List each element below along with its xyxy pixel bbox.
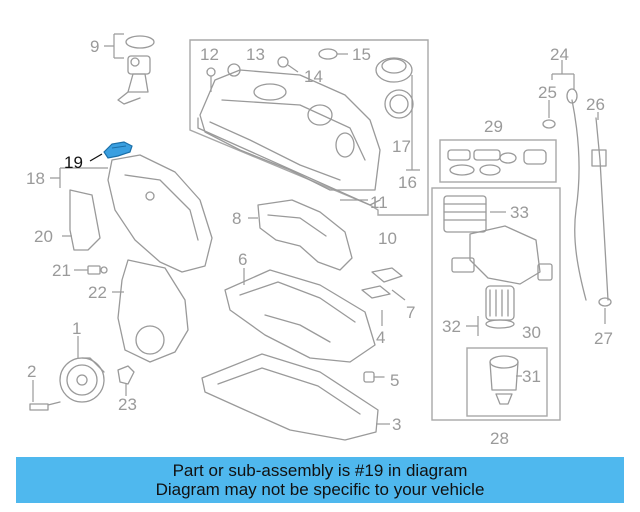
filler-neck-seal: [384, 89, 414, 119]
callout-17: 17: [392, 137, 411, 156]
callout-31: 31: [522, 367, 541, 386]
callout-4: 4: [376, 328, 385, 347]
callout-14: 14: [304, 67, 323, 86]
callout-15: 15: [352, 45, 371, 64]
callout-18: 18: [26, 169, 45, 188]
leader-18: [50, 167, 108, 188]
leader-9: [104, 33, 124, 59]
sensor-23: [117, 365, 135, 385]
lower-oil-pan: [201, 353, 379, 441]
callout-19: 19: [64, 153, 83, 172]
bolt-21: [87, 265, 108, 275]
callout-20: 20: [34, 227, 53, 246]
banner-line-1: Part or sub-assembly is #19 in diagram: [172, 461, 468, 480]
callout-1: 1: [72, 319, 81, 338]
pulley-bolt: [29, 401, 61, 411]
callout-29: 29: [484, 117, 503, 136]
gasket-7: [371, 267, 403, 283]
timing-belt-cover: [107, 154, 213, 273]
oil-filter-housing: [451, 225, 553, 285]
callout-2: 2: [27, 362, 36, 381]
callout-33: 33: [510, 203, 529, 222]
drain-plug: [363, 371, 385, 383]
oil-cooler: [443, 195, 487, 233]
crankshaft-pulley: [59, 357, 105, 403]
oil-cooler-group-box: [431, 187, 561, 421]
seal-kit-box: [439, 139, 557, 183]
breather-valve: [227, 63, 241, 77]
breather-nut: [277, 56, 289, 68]
callout-11: 11: [370, 193, 388, 212]
callout-3: 3: [392, 415, 401, 434]
oil-level-sensor: [117, 35, 155, 105]
leader-24: [551, 60, 575, 90]
oil-cap-seal: [318, 48, 338, 60]
callout-24: 24: [550, 45, 569, 64]
callout-25: 25: [538, 83, 557, 102]
callout-13: 13: [246, 45, 265, 64]
leader-19: [89, 153, 103, 162]
filter-housing-subgroup-box: [466, 347, 548, 417]
callout-23: 23: [118, 395, 137, 414]
callout-28: 28: [490, 429, 509, 448]
intake-manifold-part: [257, 199, 353, 271]
info-banner: Part or sub-assembly is #19 in diagram D…: [16, 457, 624, 503]
callout-30: 30: [522, 323, 541, 342]
callout-26: 26: [586, 95, 605, 114]
rear-timing-cover: [117, 259, 189, 363]
oil-filler-cap: [375, 57, 413, 83]
cover-bolt: [206, 67, 216, 77]
leader-16-17: [406, 75, 420, 171]
callout-16: 16: [398, 173, 417, 192]
callout-22: 22: [88, 283, 107, 302]
dipstick-assembly: [542, 88, 612, 307]
upper-oil-pan: [224, 269, 376, 363]
callout-6: 6: [238, 250, 247, 269]
valve-cover-group-box: [189, 39, 429, 216]
oil-filter-element: [485, 285, 515, 329]
callout-9: 9: [90, 37, 99, 56]
valve-cover: [197, 69, 381, 206]
callout-21: 21: [52, 261, 71, 280]
part-19-bracket: [103, 141, 133, 159]
lower-cover: [69, 189, 101, 251]
callout-7: 7: [406, 303, 415, 322]
callout-32: 32: [442, 317, 461, 336]
callout-5: 5: [390, 371, 399, 390]
seal-kit: [447, 149, 547, 176]
callout-12: 12: [200, 45, 219, 64]
banner-line-2: Diagram may not be specific to your vehi…: [155, 480, 485, 499]
callout-8: 8: [232, 209, 241, 228]
parts-diagram: 1 2 3 4 5 6 7 8 9 10 11 12 13 14 15 16 1…: [26, 33, 613, 448]
callout-27: 27: [594, 329, 613, 348]
callout-10: 10: [378, 229, 397, 248]
filter-cap: [489, 355, 519, 405]
gasket-4: [361, 285, 391, 299]
